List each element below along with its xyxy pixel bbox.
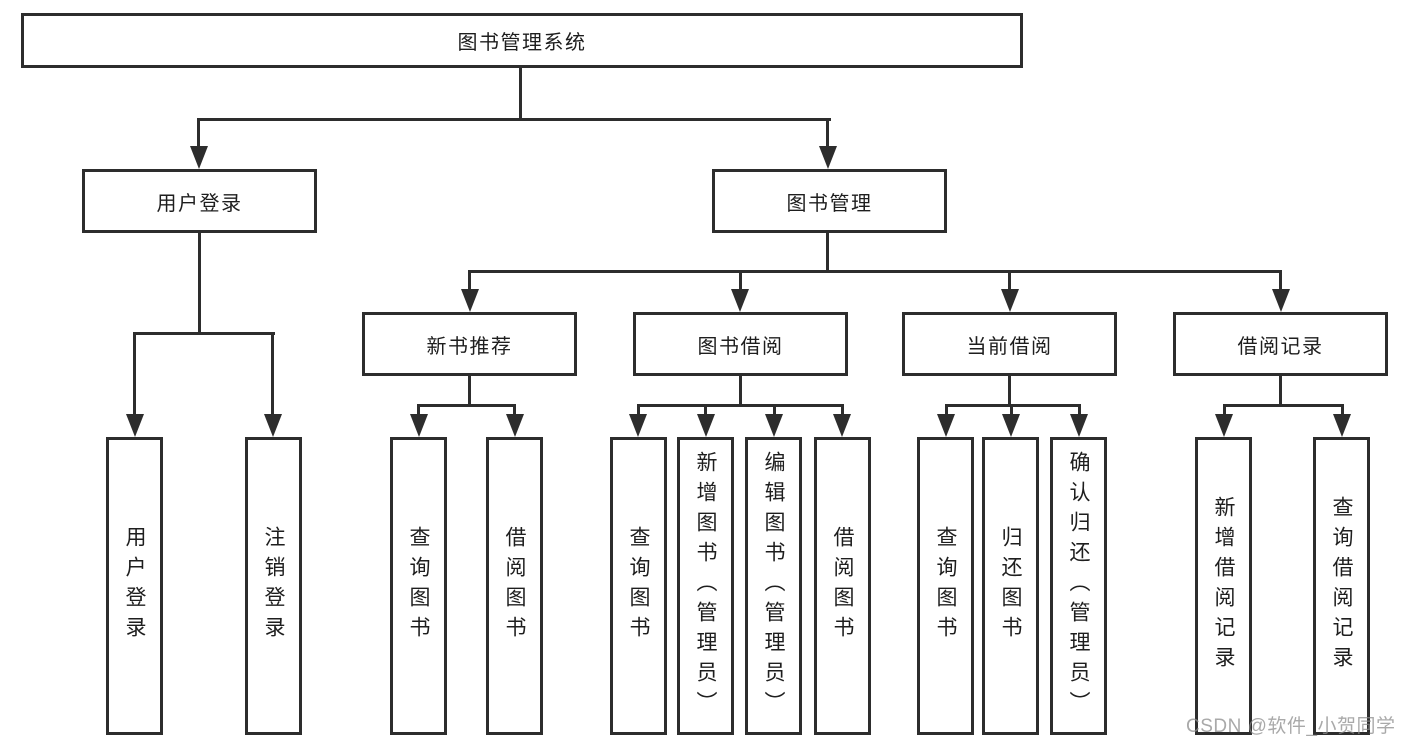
leaf-add-book-admin: 新增图书（管理员）	[677, 437, 734, 735]
connector-line	[739, 376, 742, 407]
arrow-down-icon	[1272, 289, 1290, 312]
leaf-confirm-return-admin: 确认归还（管理员）	[1050, 437, 1107, 735]
arrow-down-icon	[410, 414, 428, 437]
connector-line	[513, 404, 516, 417]
arrow-down-icon	[1333, 414, 1351, 437]
leaf-query-books-borrow: 查询图书	[610, 437, 667, 735]
connector-line	[468, 376, 471, 407]
arrow-down-icon	[629, 414, 647, 437]
arrow-down-icon	[731, 289, 749, 312]
leaf-user-login: 用户登录	[106, 437, 163, 735]
connector-line	[773, 404, 776, 417]
connector-line	[1008, 376, 1011, 407]
leaf-add-borrow-record: 新增借阅记录	[1195, 437, 1252, 735]
connector-line	[1223, 404, 1226, 417]
arrow-down-icon	[264, 414, 282, 437]
arrow-down-icon	[697, 414, 715, 437]
connector-line	[1078, 404, 1081, 417]
node-borrow-records: 借阅记录	[1173, 312, 1388, 376]
arrow-down-icon	[1070, 414, 1088, 437]
connector-line	[198, 233, 201, 334]
connector-line	[417, 404, 420, 417]
arrow-down-icon	[1215, 414, 1233, 437]
connector-line	[417, 404, 516, 407]
watermark: CSDN @软件_小贺同学	[1186, 716, 1396, 737]
node-current-borrow: 当前借阅	[902, 312, 1117, 376]
arrow-down-icon	[1001, 289, 1019, 312]
connector-line	[133, 332, 136, 416]
connector-line	[1279, 270, 1282, 292]
arrow-down-icon	[937, 414, 955, 437]
leaf-query-books-current: 查询图书	[917, 437, 974, 735]
node-book-borrow: 图书借阅	[633, 312, 848, 376]
arrow-down-icon	[1002, 414, 1020, 437]
connector-line	[271, 332, 274, 416]
connector-line	[1223, 404, 1344, 407]
arrow-down-icon	[126, 414, 144, 437]
connector-line	[826, 233, 829, 273]
connector-line	[1010, 404, 1013, 417]
arrow-down-icon	[765, 414, 783, 437]
connector-line	[1008, 270, 1011, 292]
leaf-logout: 注销登录	[245, 437, 302, 735]
connector-line	[1341, 404, 1344, 417]
arrow-down-icon	[819, 146, 837, 169]
connector-line	[637, 404, 640, 417]
connector-line	[945, 404, 1081, 407]
connector-line	[197, 118, 831, 121]
connector-line	[519, 66, 522, 120]
connector-line	[637, 404, 844, 407]
node-user-login: 用户登录	[82, 169, 317, 233]
node-new-book-recommend: 新书推荐	[362, 312, 577, 376]
node-library-system: 图书管理系统	[21, 13, 1023, 68]
arrow-down-icon	[833, 414, 851, 437]
node-book-management: 图书管理	[712, 169, 947, 233]
leaf-return-book: 归还图书	[982, 437, 1039, 735]
arrow-down-icon	[506, 414, 524, 437]
connector-line	[133, 332, 275, 335]
connector-line	[197, 118, 200, 148]
connector-line	[468, 270, 1282, 273]
leaf-borrow-books: 借阅图书	[814, 437, 871, 735]
connector-line	[1279, 376, 1282, 407]
arrow-down-icon	[190, 146, 208, 169]
connector-line	[826, 118, 829, 148]
connector-line	[945, 404, 948, 417]
arrow-down-icon	[461, 289, 479, 312]
leaf-edit-book-admin: 编辑图书（管理员）	[745, 437, 802, 735]
connector-line	[704, 404, 707, 417]
connector-line	[841, 404, 844, 417]
connector-line	[739, 270, 742, 292]
leaf-query-books-recommend: 查询图书	[390, 437, 447, 735]
leaf-query-borrow-record: 查询借阅记录	[1313, 437, 1370, 735]
connector-line	[468, 270, 471, 292]
leaf-borrow-books-recommend: 借阅图书	[486, 437, 543, 735]
